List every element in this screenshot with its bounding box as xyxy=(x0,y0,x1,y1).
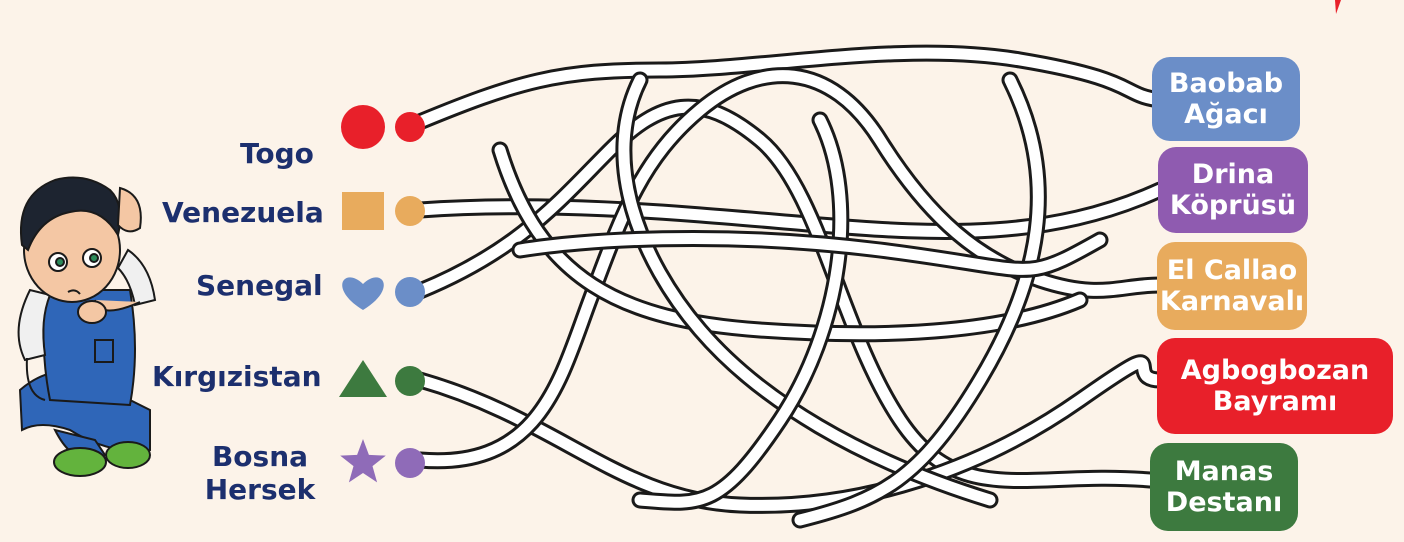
start-markers xyxy=(339,105,425,482)
country-label-kirgizistan: Kırgızistan xyxy=(152,360,322,393)
square-icon xyxy=(342,192,384,230)
triangle-icon xyxy=(339,360,387,397)
start-dot[interactable] xyxy=(395,196,425,226)
target-manas-destani[interactable]: Manas Destanı xyxy=(1150,443,1298,531)
country-label-line: Venezuela xyxy=(162,196,324,229)
target-line: Drina xyxy=(1192,159,1274,190)
country-label-senegal: Senegal xyxy=(196,269,323,302)
country-label-line: Kırgızistan xyxy=(152,360,322,393)
target-line: Baobab xyxy=(1169,68,1283,99)
start-dot[interactable] xyxy=(395,112,425,142)
circle-icon xyxy=(341,105,385,149)
target-el-callao-karnavali[interactable]: El Callao Karnavalı xyxy=(1157,242,1307,330)
thinking-boy-illustration xyxy=(19,178,155,476)
corner-mark xyxy=(1335,0,1341,14)
target-line: Köprüsü xyxy=(1170,190,1296,221)
country-label-line: Togo xyxy=(240,137,314,170)
start-dot[interactable] xyxy=(395,448,425,478)
country-label-togo: Togo xyxy=(240,137,314,170)
target-line: Agbogbozan xyxy=(1181,355,1369,386)
start-dot[interactable] xyxy=(395,277,425,307)
country-label-bosna-hersek: Bosna Hersek xyxy=(200,440,320,506)
country-label-line: Bosna xyxy=(200,440,320,473)
target-baobab-agaci[interactable]: Baobab Ağacı xyxy=(1152,57,1300,141)
target-line: El Callao xyxy=(1167,255,1297,286)
start-dot[interactable] xyxy=(395,366,425,396)
heart-icon xyxy=(342,277,384,310)
target-line: Manas xyxy=(1175,456,1274,487)
country-label-line: Hersek xyxy=(200,473,320,506)
target-line: Karnavalı xyxy=(1160,286,1304,317)
target-line: Destanı xyxy=(1166,487,1282,518)
maze-paths xyxy=(410,53,1160,520)
target-agbogbozan-bayrami[interactable]: Agbogbozan Bayramı xyxy=(1157,338,1393,434)
maze-path-lane xyxy=(410,53,1160,126)
target-drina-koprusu[interactable]: Drina Köprüsü xyxy=(1158,147,1308,233)
target-line: Bayramı xyxy=(1213,386,1338,417)
country-label-line: Senegal xyxy=(196,269,323,302)
star-icon xyxy=(340,439,386,482)
target-line: Ağacı xyxy=(1184,99,1268,130)
country-label-venezuela: Venezuela xyxy=(162,196,324,229)
